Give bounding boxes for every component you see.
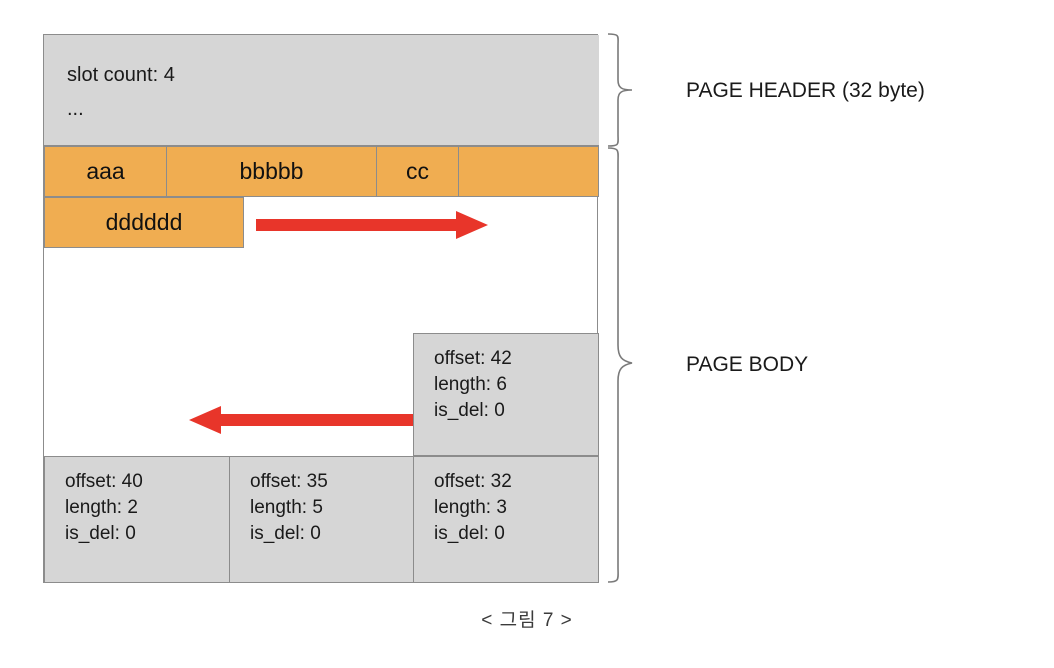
slot-isdel-text: is_del: 0 <box>250 523 321 544</box>
slot-isdel-text: is_del: 0 <box>65 523 136 544</box>
slot-entry-offset-42: offset: 42 length: 6 is_del: 0 <box>413 333 599 456</box>
slot-growth-arrow <box>189 406 414 434</box>
page-header-band: slot count: 4 ... <box>44 35 599 146</box>
page-header-brace <box>607 33 633 147</box>
slot-offset-text: offset: 35 <box>250 471 328 492</box>
page-body-brace <box>607 147 633 583</box>
slot-length-text: length: 6 <box>434 374 507 395</box>
slot-entry-offset-35: offset: 35 length: 5 is_del: 0 <box>229 456 414 583</box>
slot-entry-offset-40: offset: 40 length: 2 is_del: 0 <box>44 456 230 583</box>
slot-length-text: length: 2 <box>65 497 138 518</box>
record-growth-arrow <box>256 211 488 239</box>
slot-length-text: length: 3 <box>434 497 507 518</box>
page-diagram-box: slot count: 4 ... aaa bbbbb cc dddddd of… <box>43 34 599 583</box>
record-cell-dddddd: dddddd <box>44 197 244 248</box>
slot-offset-text: offset: 42 <box>434 348 512 369</box>
record-row-second: dddddd <box>44 197 599 248</box>
page-header-side-label: PAGE HEADER (32 byte) <box>686 79 925 102</box>
record-cell-free-tail <box>458 146 599 197</box>
record-row-first: aaa bbbbb cc <box>44 146 599 197</box>
page-header-slot-count-text: slot count: 4 <box>67 64 175 86</box>
figure-caption: < 그림 7 > <box>481 610 573 631</box>
page-body-side-label: PAGE BODY <box>686 353 809 376</box>
record-cell-bbbbb: bbbbb <box>166 146 377 197</box>
slot-offset-text: offset: 40 <box>65 471 143 492</box>
record-cell-aaa: aaa <box>44 146 167 197</box>
slot-offset-text: offset: 32 <box>434 471 512 492</box>
page-header-ellipsis-text: ... <box>67 98 84 120</box>
record-cell-cc: cc <box>376 146 459 197</box>
slot-isdel-text: is_del: 0 <box>434 523 505 544</box>
slot-isdel-text: is_del: 0 <box>434 400 505 421</box>
slot-length-text: length: 5 <box>250 497 323 518</box>
slot-entry-offset-32: offset: 32 length: 3 is_del: 0 <box>413 456 599 583</box>
